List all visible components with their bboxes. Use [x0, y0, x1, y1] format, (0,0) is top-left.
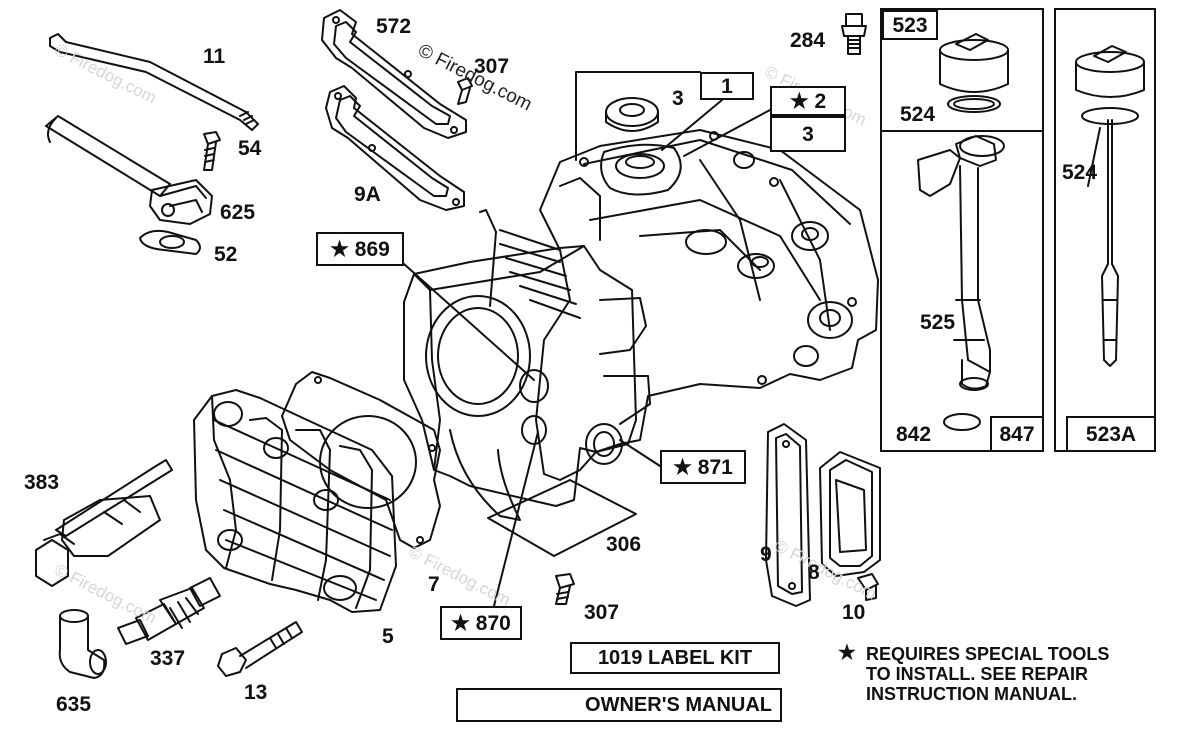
owners-manual-box: OWNER'S MANUAL — [456, 688, 782, 722]
cylinder-head-5-part — [193, 389, 397, 613]
callout-13: 13 — [244, 681, 268, 704]
callout-284: 284 — [790, 29, 826, 52]
special-tools-line-1: REQUIRES SPECIAL TOOLS — [866, 644, 1110, 664]
bolt-54-part — [203, 131, 221, 171]
callout-3-box: 3 — [770, 116, 846, 152]
callout-625: 625 — [220, 201, 256, 224]
callout-635: 635 — [56, 693, 92, 716]
oil-fill-cap-523-part — [939, 33, 1009, 113]
label-kit-box: 1019 LABEL KIT — [570, 642, 780, 674]
spark-plug-337-part — [117, 577, 221, 645]
callout-52: 52 — [214, 243, 238, 266]
callout-10: 10 — [842, 601, 866, 624]
screw-307-top-part — [457, 77, 473, 105]
callout-871-box: ★ 871 — [660, 450, 746, 484]
special-tools-line-2: TO INSTALL. SEE REPAIR — [866, 664, 1089, 684]
head-bolt-13-part — [217, 621, 303, 677]
callout-1-box: 1 — [700, 72, 754, 100]
o-ring-842-part — [943, 413, 981, 431]
callout-9a: 9A — [354, 183, 381, 206]
fill-tube-525-part — [917, 135, 1005, 391]
callout-9: 9 — [760, 543, 772, 566]
special-tools-star: ★ — [838, 642, 856, 664]
callout-572: 572 — [376, 15, 412, 38]
callout-523a-box: 523A — [1066, 416, 1156, 452]
callout-306: 306 — [606, 533, 642, 556]
callout-5: 5 — [382, 625, 394, 648]
leader-871 — [619, 439, 661, 467]
callout-523-box: 523 — [882, 10, 938, 40]
owners-manual-label: OWNER'S MANUAL — [585, 694, 772, 716]
callout-11: 11 — [203, 45, 226, 68]
special-tools-line-3: INSTRUCTION MANUAL. — [866, 684, 1077, 704]
cylinder-block-part — [403, 129, 879, 521]
leader-524 — [1087, 127, 1101, 187]
dipstick-523a-part — [1075, 45, 1145, 367]
callout-337: 337 — [150, 647, 186, 670]
head-gasket-7-part — [281, 371, 441, 549]
fill-cap-panel-divider — [880, 8, 1044, 132]
fitting-284-part — [841, 13, 867, 55]
callout-524-dipstick: 524 — [1062, 161, 1098, 184]
breather-625-part — [45, 115, 213, 225]
gasket-52-part — [139, 229, 201, 255]
callout-869-box: ★ 869 — [316, 232, 404, 266]
callout-870-box: ★ 870 — [440, 606, 522, 640]
leader-869 — [403, 263, 535, 381]
callout-847-box: 847 — [990, 416, 1044, 452]
callout-8: 8 — [808, 561, 820, 584]
callout-7: 7 — [428, 573, 440, 596]
callout-307-bottom: 307 — [584, 601, 620, 624]
callout-842: 842 — [896, 423, 932, 446]
callout-2-box: ★ 2 — [770, 86, 846, 116]
kit-bracket-1 — [575, 71, 701, 161]
leader-2 — [683, 109, 771, 157]
leader-1 — [661, 99, 723, 151]
screw-307-bottom-part — [555, 573, 575, 605]
callout-525: 525 — [920, 311, 956, 334]
gasket-306-part — [487, 479, 637, 557]
callout-3-seal: 3 — [672, 87, 684, 110]
cover-gasket-9-8-10-part — [765, 423, 881, 607]
callout-383: 383 — [24, 471, 60, 494]
dipstick-panel — [1054, 8, 1156, 452]
plug-wrench-383-part — [35, 459, 173, 587]
plug-boot-635-part — [58, 609, 107, 679]
callout-54: 54 — [238, 137, 262, 160]
oil-seal-3-part — [605, 97, 659, 132]
callout-524-cap: 524 — [900, 103, 936, 126]
leader-870 — [493, 431, 539, 607]
breather-tube-part — [49, 33, 259, 131]
gaskets-572-9a-part — [321, 9, 467, 211]
callout-307-top: 307 — [474, 55, 510, 78]
